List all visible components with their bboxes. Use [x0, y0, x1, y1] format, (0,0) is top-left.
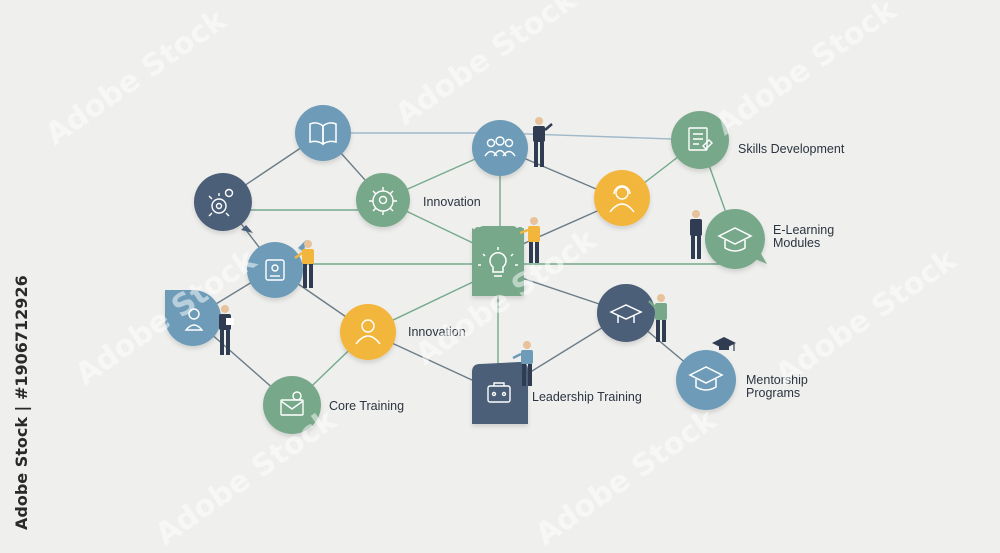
node-innovation-bottom	[340, 304, 396, 360]
graduation-cap-icon	[717, 227, 753, 252]
lightbulb-icon	[478, 247, 518, 277]
node-id-card	[246, 240, 306, 298]
node-mentorship	[676, 350, 736, 410]
document-icon	[688, 127, 713, 151]
node-leadership	[472, 362, 528, 424]
label-mentorship-line1: Mentorship	[746, 373, 808, 387]
label-innovation-bottom: Innovation	[408, 325, 466, 339]
envelope-gear-icon	[280, 391, 304, 416]
id-card-icon	[265, 259, 285, 281]
gear-icon	[208, 188, 234, 217]
floating-cap-icon	[712, 337, 736, 351]
node-core-training	[263, 376, 321, 434]
book-icon	[309, 122, 337, 146]
person-headset-icon	[609, 185, 635, 213]
node-team	[472, 120, 528, 176]
node-innovation-top	[356, 173, 410, 227]
label-mentorship-line2: Programs	[746, 386, 801, 400]
person-figure	[219, 305, 234, 355]
node-book	[295, 105, 351, 161]
gear-bulb-icon	[369, 187, 397, 215]
briefcase-icon	[487, 382, 511, 403]
node-person-support	[594, 170, 650, 226]
graduation-cap-icon	[609, 304, 643, 323]
person-icon	[355, 319, 381, 345]
node-elearning	[704, 209, 767, 269]
person-figure	[519, 217, 540, 263]
label-elearning-line1: E-Learning	[773, 223, 835, 237]
node-central-idea	[472, 226, 524, 296]
connector	[499, 132, 701, 141]
person-figure	[512, 341, 533, 386]
label-elearning-line2: Modules	[773, 236, 821, 250]
label-skills-development: Skills Development	[738, 142, 845, 156]
person-figure	[294, 240, 314, 288]
figures	[219, 117, 702, 386]
graduation-cap-icon	[688, 366, 724, 391]
node-gear-person	[193, 173, 253, 233]
label-leadership-training: Leadership Training	[532, 390, 642, 404]
person-figure	[648, 294, 667, 342]
stock-id-vertical: Adobe Stock | #1906712926	[12, 275, 31, 530]
node-graduation	[597, 284, 655, 342]
label-core-training: Core Training	[329, 399, 405, 413]
node-skills	[671, 111, 729, 169]
person-figure	[690, 210, 702, 259]
label-innovation-top: Innovation	[423, 195, 481, 209]
team-icon	[484, 136, 516, 157]
node-location	[165, 290, 221, 346]
person-figure	[533, 117, 553, 167]
location-pin-icon	[184, 308, 204, 331]
